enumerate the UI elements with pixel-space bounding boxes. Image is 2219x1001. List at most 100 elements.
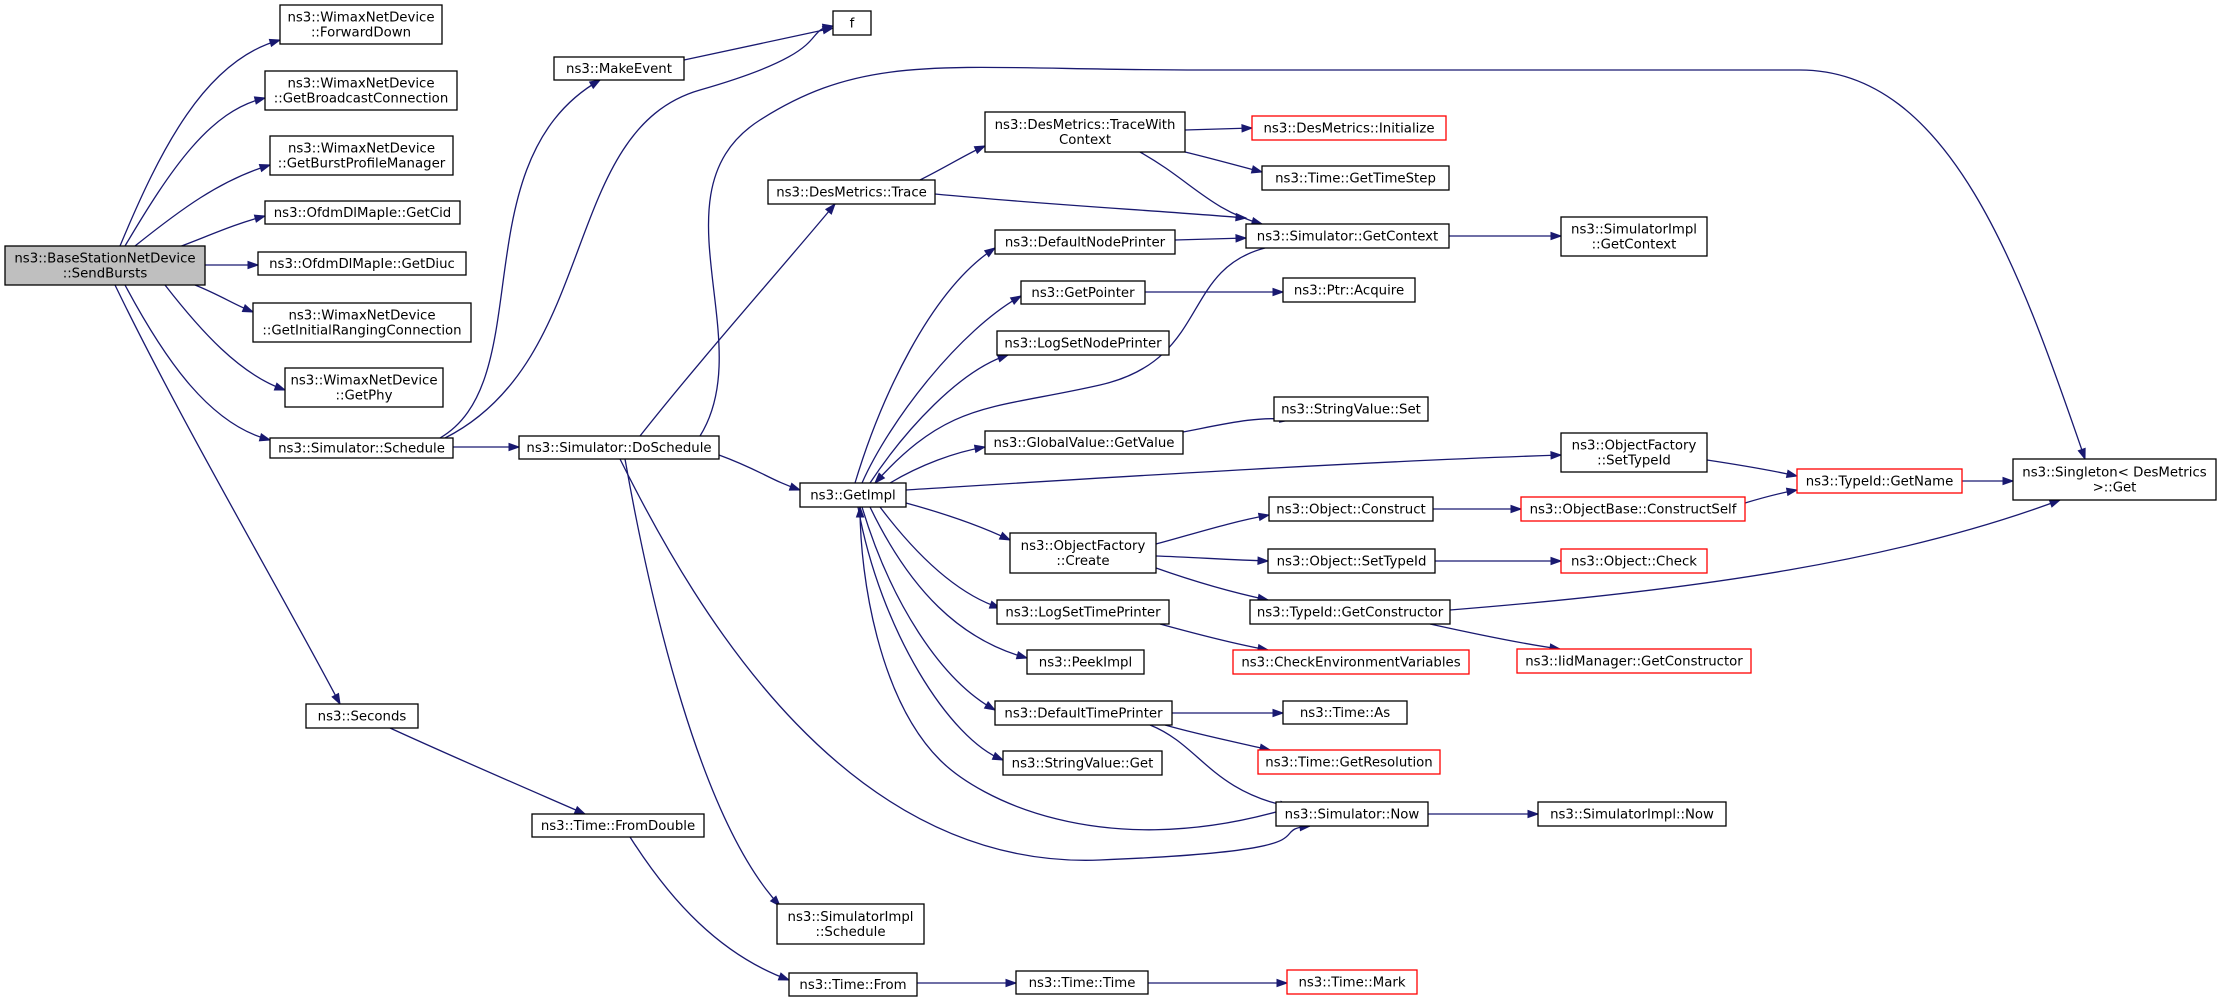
- node-time-mark[interactable]: ns3::Time::Mark: [1286, 969, 1418, 995]
- node-string-value-set[interactable]: ns3::StringValue::Set: [1273, 396, 1429, 422]
- node-string-value-get[interactable]: ns3::StringValue::Get: [1002, 750, 1163, 776]
- edge-construct-self-to-type-id-get-name: [1744, 487, 1799, 504]
- node-make-event[interactable]: ns3::MakeEvent: [553, 56, 685, 81]
- node-construct-self[interactable]: ns3::ObjectBase::ConstructSelf: [1520, 496, 1746, 522]
- node-get-diuc[interactable]: ns3::OfdmDlMapIe::GetDiuc: [257, 251, 467, 276]
- node-log-set-time-printer[interactable]: ns3::LogSetTimePrinter: [996, 599, 1170, 625]
- node-get-pointer[interactable]: ns3::GetPointer: [1020, 280, 1146, 305]
- node-des-initialize[interactable]: ns3::DesMetrics::Initialize: [1251, 115, 1447, 141]
- node-from-double[interactable]: ns3::Time::FromDouble: [531, 813, 705, 838]
- node-label: ns3::DefaultTimePrinter: [1004, 707, 1163, 722]
- node-send-bursts[interactable]: ns3::BaseStationNetDevice::SendBursts: [4, 245, 206, 286]
- node-ofcreate[interactable]: ns3::ObjectFactory::Create: [1009, 532, 1157, 574]
- edge-get-impl-to-default-node-printer: [854, 247, 997, 484]
- arrowhead: [1009, 295, 1023, 306]
- node-ptr-acquire[interactable]: ns3::Ptr::Acquire: [1282, 277, 1416, 303]
- node-seconds[interactable]: ns3::Seconds: [305, 703, 419, 729]
- edge-sim-now-to-get-impl: [855, 505, 1277, 831]
- node-label: ns3::OfdmDlMapIe::GetCid: [274, 206, 452, 221]
- node-type-id-get-constructor[interactable]: ns3::TypeId::GetConstructor: [1249, 599, 1451, 625]
- node-global-get-value[interactable]: ns3::GlobalValue::GetValue: [984, 430, 1184, 455]
- edge-log-set-time-printer-to-check-env: [1159, 623, 1270, 653]
- node-box: [269, 437, 454, 459]
- arrowhead: [258, 433, 272, 442]
- node-ofset-type-id[interactable]: ns3::ObjectFactory::SetTypeId: [1560, 432, 1708, 473]
- edge-get-context-to-sim-impl-get-context: [1449, 231, 1563, 241]
- node-get-burst-profile-manager[interactable]: ns3::WimaxNetDevice::GetBurstProfileMana…: [269, 135, 454, 176]
- node-box: [531, 813, 705, 838]
- node-label: ns3::Simulator::Now: [1285, 808, 1420, 823]
- node-sim-now[interactable]: ns3::Simulator::Now: [1275, 801, 1429, 827]
- node-label: ns3::DesMetrics::TraceWith: [995, 118, 1176, 133]
- node-box: [1520, 496, 1746, 522]
- edge-time-time-to-time-mark: [1148, 978, 1289, 988]
- node-obj-set-type-id[interactable]: ns3::Object::SetTypeId: [1267, 548, 1436, 574]
- node-box: [1251, 115, 1447, 141]
- node-get-resolution[interactable]: ns3::Time::GetResolution: [1257, 749, 1441, 775]
- node-box: [832, 10, 872, 36]
- node-box: [1560, 548, 1708, 574]
- node-peek-impl[interactable]: ns3::PeekImpl: [1026, 649, 1145, 675]
- node-label: ns3::StringValue::Set: [1281, 403, 1421, 418]
- node-default-time-printer[interactable]: ns3::DefaultTimePrinter: [994, 700, 1173, 726]
- arrowhead: [331, 692, 341, 706]
- node-box: [264, 70, 458, 111]
- node-sim-impl-get-context[interactable]: ns3::SimulatorImpl::GetContext: [1560, 216, 1708, 257]
- arrowhead: [1272, 287, 1285, 297]
- edge-do-schedule-to-singleton-get: [699, 66, 2086, 461]
- node-do-schedule[interactable]: ns3::Simulator::DoSchedule: [518, 435, 720, 460]
- node-box: [1261, 165, 1450, 191]
- edge-do-schedule-to-get-impl: [718, 454, 802, 491]
- node-get-initial-ranging-connection[interactable]: ns3::WimaxNetDevice::GetInitialRangingCo…: [252, 302, 472, 343]
- node-box: [1560, 432, 1708, 473]
- edge-send-bursts-to-seconds: [114, 284, 341, 706]
- node-label: ns3::Time::As: [1300, 706, 1390, 721]
- node-box: [518, 435, 720, 460]
- node-log-set-node-printer[interactable]: ns3::LogSetNodePrinter: [996, 330, 1170, 356]
- edge-trace-with-context-to-des-initialize: [1184, 124, 1254, 133]
- node-obj-construct[interactable]: ns3::Object::Construct: [1268, 496, 1434, 522]
- node-box: [996, 330, 1170, 356]
- node-get-impl[interactable]: ns3::GetImpl: [799, 482, 907, 508]
- node-get-broadcast-connection[interactable]: ns3::WimaxNetDevice::GetBroadcastConnect…: [264, 70, 458, 111]
- node-singleton-get[interactable]: ns3::Singleton< DesMetrics >::Get: [2012, 458, 2217, 501]
- node-time-time[interactable]: ns3::Time::Time: [1015, 970, 1149, 995]
- node-get-time-step[interactable]: ns3::Time::GetTimeStep: [1261, 165, 1450, 191]
- node-forward-down[interactable]: ns3::WimaxNetDevice::ForwardDown: [279, 4, 443, 45]
- node-f[interactable]: f: [832, 10, 872, 36]
- node-time-from[interactable]: ns3::Time::From: [788, 972, 918, 997]
- edge-get-impl-to-default-time-printer: [861, 506, 997, 711]
- node-box: [1015, 970, 1149, 995]
- node-label: ns3::WimaxNetDevice: [287, 77, 434, 92]
- node-sim-impl-schedule[interactable]: ns3::SimulatorImpl::Schedule: [776, 903, 925, 945]
- node-sim-schedule[interactable]: ns3::Simulator::Schedule: [269, 437, 454, 459]
- node-box: [799, 482, 907, 508]
- node-box: [1020, 280, 1146, 305]
- node-obj-check[interactable]: ns3::Object::Check: [1560, 548, 1708, 574]
- node-get-cid[interactable]: ns3::OfdmDlMapIe::GetCid: [264, 200, 461, 225]
- node-default-node-printer[interactable]: ns3::DefaultNodePrinter: [994, 229, 1176, 255]
- node-des-trace[interactable]: ns3::DesMetrics::Trace: [767, 179, 936, 205]
- arrowhead: [973, 444, 987, 454]
- arrowhead: [777, 972, 791, 981]
- node-get-context[interactable]: ns3::Simulator::GetContext: [1245, 223, 1450, 249]
- arrowhead: [983, 247, 997, 258]
- arrowhead: [253, 214, 267, 223]
- node-box: [279, 4, 443, 45]
- node-box: [264, 200, 461, 225]
- node-get-phy[interactable]: ns3::WimaxNetDevice::GetPhy: [284, 367, 444, 408]
- node-box: [994, 700, 1173, 726]
- node-iid-get-constructor[interactable]: ns3::IidManager::GetConstructor: [1516, 648, 1752, 674]
- arrowhead: [273, 382, 287, 391]
- edge-send-bursts-to-get-diuc: [205, 260, 260, 270]
- edge-type-id-get-name-to-singleton-get: [1962, 476, 2015, 486]
- node-type-id-get-name[interactable]: ns3::TypeId::GetName: [1796, 468, 1963, 494]
- edge-send-bursts-to-get-broadcast-connection: [124, 96, 267, 247]
- node-label: f: [850, 17, 855, 32]
- node-time-as[interactable]: ns3::Time::As: [1282, 700, 1408, 725]
- edge-sim-now-to-sim-impl-now: [1428, 809, 1540, 819]
- edge-ofset-type-id-to-type-id-get-name: [1706, 459, 1799, 478]
- node-check-env[interactable]: ns3::CheckEnvironmentVariables: [1232, 649, 1470, 675]
- node-sim-impl-now[interactable]: ns3::SimulatorImpl::Now: [1537, 801, 1727, 827]
